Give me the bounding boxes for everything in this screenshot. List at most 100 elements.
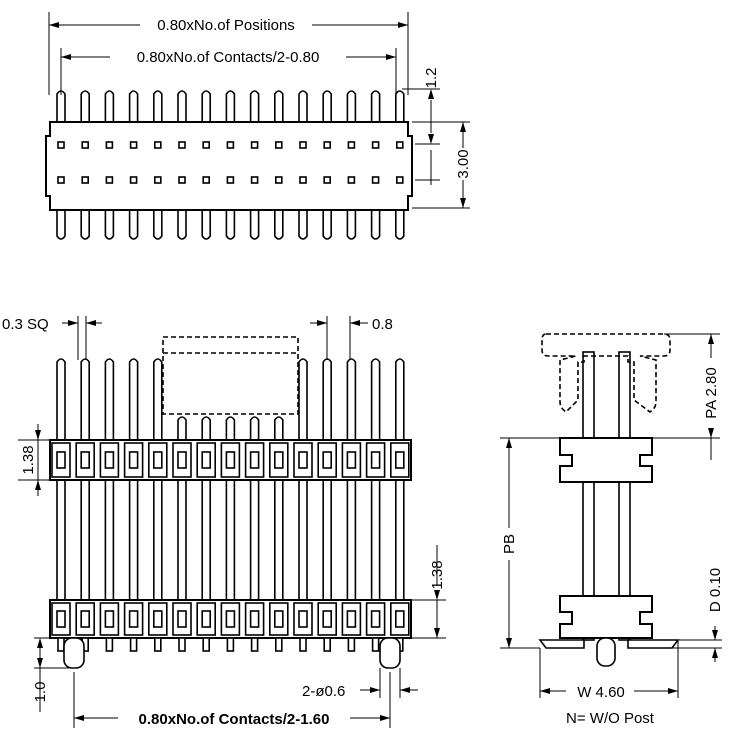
dim-contacts-label: 0.80xNo.of Contacts/2-0.80 — [137, 49, 320, 66]
housing-cell — [172, 602, 192, 636]
top-pin — [201, 90, 211, 124]
top-pin — [225, 90, 236, 124]
housing-cell — [244, 602, 265, 636]
cell-window — [249, 451, 260, 469]
solder-tail — [57, 637, 65, 652]
solder-tail — [323, 637, 332, 652]
top-view-contact-holes — [57, 141, 404, 184]
solder-tail — [274, 637, 283, 652]
side-upper-housing — [559, 437, 653, 483]
top-pin — [274, 208, 284, 240]
cell-window — [322, 451, 333, 469]
housing-cell — [244, 442, 265, 478]
dim-1-38-left-label: 1.38 — [20, 445, 37, 474]
top-pin — [274, 90, 284, 124]
contact-hole — [57, 176, 65, 184]
top-pin — [395, 90, 405, 124]
solder-tail — [105, 637, 114, 652]
contact-hole — [371, 141, 380, 149]
housing-cell — [365, 602, 386, 636]
dim-0-8-label: 0.8 — [372, 316, 393, 333]
housing-cell — [317, 442, 338, 478]
side-view: PA 2.80 PB D 0.10 W 4.60 N= W/O Post — [500, 333, 724, 727]
top-pin — [128, 90, 139, 124]
contact-hole — [81, 141, 89, 149]
top-pin — [177, 208, 187, 240]
housing-cell — [99, 602, 120, 636]
cell-window — [273, 451, 284, 469]
dim-w-label: W 4.60 — [577, 684, 625, 701]
front-left-post — [63, 637, 85, 669]
dim-pb-label: PB — [501, 534, 518, 554]
top-pin — [80, 90, 90, 124]
dim-d-label: D 0.10 — [707, 568, 724, 612]
top-pin — [177, 90, 187, 124]
contact-hole — [81, 176, 89, 184]
front-view-pins — [56, 358, 405, 600]
side-solder-feet — [538, 639, 680, 649]
contact-hole — [250, 141, 259, 149]
top-pin — [370, 208, 381, 240]
top-pin — [104, 208, 115, 240]
housing-cell — [365, 442, 386, 478]
cell-window — [104, 451, 115, 469]
front-upper-housing-cells — [51, 442, 410, 478]
pick-cap-outline — [162, 336, 299, 415]
cell-window — [80, 451, 90, 469]
cell-window — [56, 451, 66, 469]
contact-hole — [371, 176, 380, 184]
top-pin — [298, 90, 308, 124]
cell-window — [153, 610, 163, 628]
housing-cell — [293, 442, 313, 478]
contact-hole — [226, 176, 235, 184]
top-pin — [128, 208, 139, 240]
solder-tail — [129, 637, 138, 652]
top-pin — [56, 208, 66, 240]
dim-1-0-label: 1.0 — [32, 682, 49, 703]
top-view-body — [45, 121, 413, 211]
solder-tail — [154, 637, 162, 652]
housing-cell — [268, 602, 289, 636]
cell-window — [201, 451, 211, 469]
contact-hole — [323, 141, 332, 149]
contact-hole — [129, 141, 138, 149]
housing-cell — [293, 602, 313, 636]
cell-window — [201, 610, 211, 628]
front-upper-housing — [49, 439, 412, 481]
contact-hole — [226, 141, 235, 149]
top-pin — [346, 90, 357, 124]
housing-cell — [196, 602, 216, 636]
contact-hole — [250, 176, 259, 184]
contact-hole — [395, 176, 404, 184]
top-pin — [322, 208, 332, 240]
top-pin — [249, 208, 260, 240]
solder-tail — [371, 637, 380, 652]
contact-hole — [154, 141, 162, 149]
top-pin — [370, 90, 381, 124]
side-pick-cap — [541, 333, 671, 414]
cell-window — [80, 610, 90, 628]
contact-hole — [105, 176, 114, 184]
solder-tail — [226, 637, 235, 652]
top-pin — [80, 208, 90, 240]
contact-hole — [347, 176, 356, 184]
housing-cell — [341, 442, 362, 478]
side-post — [596, 637, 616, 667]
housing-cell — [51, 442, 71, 478]
top-pin — [56, 90, 66, 124]
contact-hole — [274, 176, 283, 184]
cell-window — [153, 451, 163, 469]
front-right-post — [379, 637, 401, 669]
housing-cell — [196, 442, 216, 478]
cell-window — [370, 451, 381, 469]
cell-window — [104, 610, 115, 628]
housing-cell — [51, 602, 71, 636]
cell-window — [322, 610, 333, 628]
cell-window — [225, 610, 236, 628]
solder-tail — [250, 637, 259, 652]
contact-hole — [202, 176, 210, 184]
solder-tail — [202, 637, 210, 652]
side-note-label: N= W/O Post — [566, 710, 655, 727]
cell-window — [225, 451, 236, 469]
dim-1-38-right-label: 1.38 — [429, 560, 446, 589]
